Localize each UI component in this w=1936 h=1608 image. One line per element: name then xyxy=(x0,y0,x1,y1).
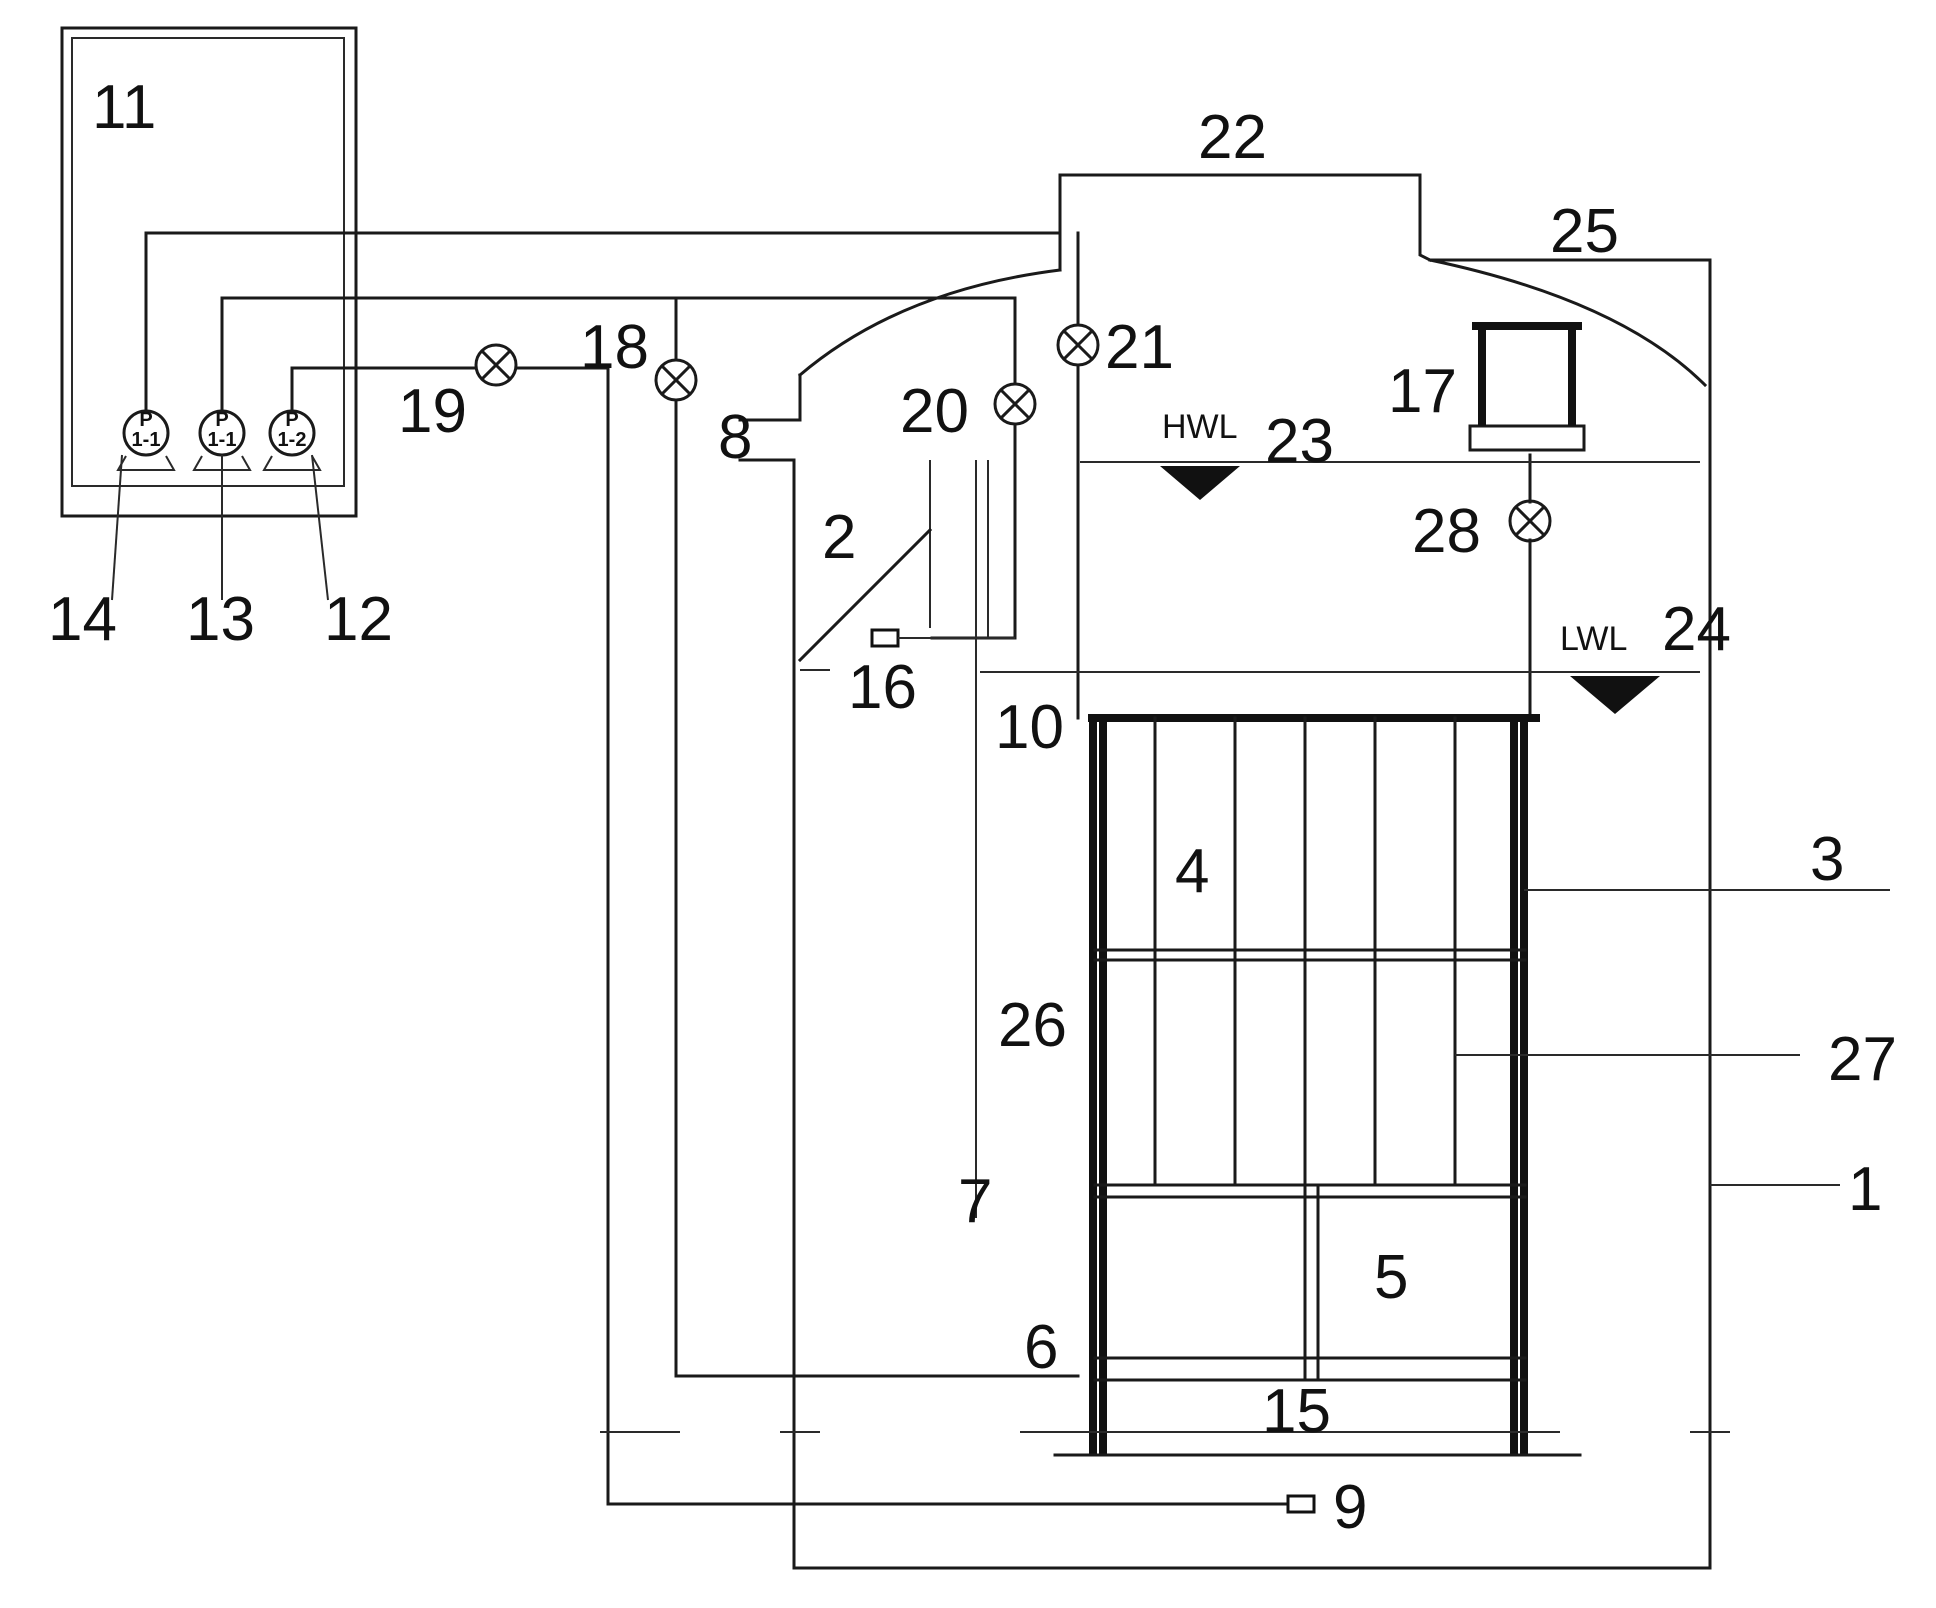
low-water-level: LWL 24 xyxy=(980,595,1731,714)
valve-21 xyxy=(1056,323,1100,367)
label-4: 4 xyxy=(1175,837,1209,906)
piping xyxy=(144,231,1532,1506)
reaction-tank xyxy=(738,173,1712,1570)
svg-text:P: P xyxy=(285,409,298,431)
label-19: 19 xyxy=(398,377,467,446)
valve-icon xyxy=(993,382,1037,426)
svg-text:HWL: HWL xyxy=(1162,408,1238,446)
svg-text:LWL: LWL xyxy=(1560,620,1627,658)
label-14: 14 xyxy=(48,585,117,654)
valve-icon xyxy=(654,358,698,402)
backwash-tank-17 xyxy=(1468,322,1586,452)
svg-text:1-1: 1-1 xyxy=(132,429,161,451)
valve-18 xyxy=(654,358,698,402)
control-cabinet xyxy=(60,26,358,518)
water-level-marker-icon xyxy=(1570,676,1660,714)
svg-text:24: 24 xyxy=(1662,595,1731,664)
pump-14: P 1-1 xyxy=(116,409,176,471)
label-3: 3 xyxy=(1810,825,1844,894)
membrane-module-icon xyxy=(1153,716,1457,1187)
label-12: 12 xyxy=(324,585,393,654)
label-27: 27 xyxy=(1828,1025,1897,1094)
pump-12: P 1-2 xyxy=(262,409,322,471)
inclined-screen xyxy=(797,527,933,663)
valve-icon xyxy=(1508,499,1552,543)
membrane-module xyxy=(600,714,1730,1457)
label-11: 11 xyxy=(92,73,156,142)
label-9: 9 xyxy=(1333,1473,1367,1542)
svg-text:23: 23 xyxy=(1265,407,1334,476)
label-15: 15 xyxy=(1262,1377,1331,1446)
label-13: 13 xyxy=(186,585,255,654)
label-28: 28 xyxy=(1412,497,1481,566)
label-7: 7 xyxy=(958,1167,992,1236)
label-20: 20 xyxy=(900,377,969,446)
high-water-level: HWL 23 xyxy=(1080,407,1700,500)
label-26: 26 xyxy=(998,991,1067,1060)
label-16: 16 xyxy=(848,653,917,722)
nozzle-16 xyxy=(870,628,1015,648)
label-8: 8 xyxy=(718,403,752,472)
valve-icon xyxy=(474,343,518,387)
svg-text:1-1: 1-1 xyxy=(208,429,237,451)
svg-text:1-2: 1-2 xyxy=(278,429,307,451)
valve-28 xyxy=(1508,499,1552,543)
svg-text:P: P xyxy=(139,409,152,431)
nozzle-icon xyxy=(870,628,900,648)
valve-icon xyxy=(1056,323,1100,367)
part-labels: 11 14 13 12 19 18 8 20 21 22 25 17 28 2 … xyxy=(48,73,1897,1542)
label-5: 5 xyxy=(1374,1243,1408,1312)
svg-text:P: P xyxy=(215,409,228,431)
label-21: 21 xyxy=(1105,313,1174,382)
label-10: 10 xyxy=(995,693,1064,762)
label-1: 1 xyxy=(1848,1155,1882,1224)
label-2: 2 xyxy=(822,503,856,572)
valve-20 xyxy=(993,382,1037,426)
label-6: 6 xyxy=(1024,1313,1058,1382)
label-22: 22 xyxy=(1198,103,1267,172)
label-17: 17 xyxy=(1388,357,1457,426)
water-level-marker-icon xyxy=(1160,466,1240,500)
label-25: 25 xyxy=(1550,197,1619,266)
nozzle-icon xyxy=(1286,1494,1316,1514)
valve-19 xyxy=(474,343,518,387)
label-18: 18 xyxy=(580,313,649,382)
